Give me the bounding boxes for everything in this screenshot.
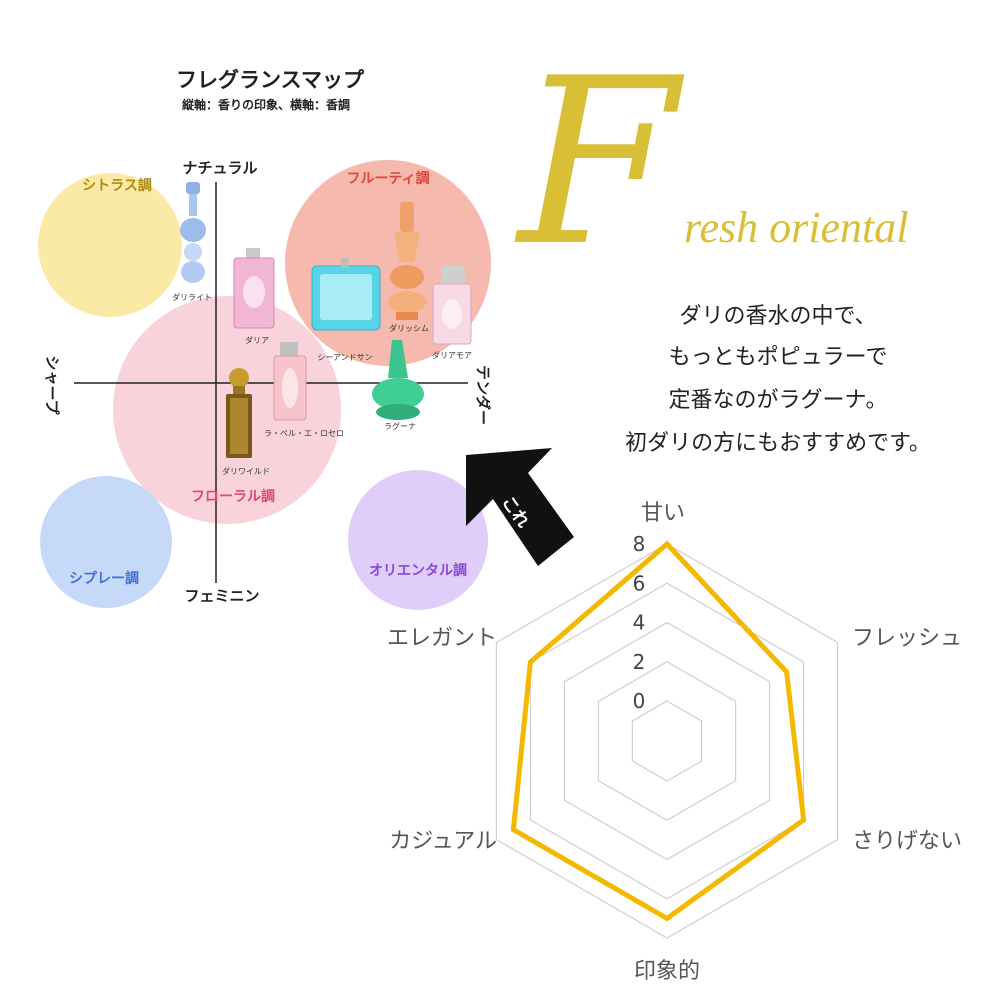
radar-axis-label: フレッシュ [852,626,962,651]
map-subtitle: 縦軸：香りの印象、横軸：香調 [182,97,350,112]
axis-right-label: テンダー [474,365,492,425]
bottle-daliwild [226,368,252,458]
axis-top-label: ナチュラル [182,159,257,177]
group-label-oriental: オリエンタル調 [369,562,467,579]
radar-grid-ring [631,700,703,782]
bottle-laguna [372,340,424,420]
bottle-label-sea-and-sun: シーアンドサン [317,353,372,362]
radar-axis-label: カジュアル [389,829,497,854]
radar-tick-label: 8 [633,532,646,556]
bottle-label-daliwild: ダリワイルド [222,466,270,476]
axis-left-label: シャープ [43,355,61,415]
radar-series-line [510,540,807,922]
axis-bottom-label: フェミニン [184,587,259,605]
group-label-fruity: フルーティ調 [346,170,429,187]
radar-grid-ring [495,543,839,939]
description-line-2: もっともポピュラーで [669,345,888,370]
radar-axis-label: 甘い [641,501,685,526]
radar-tick-label: 6 [633,571,646,595]
radar-axis-label: エレガント [387,626,497,651]
radar-grid-ring [597,661,737,821]
radar-tick-label: 2 [633,650,646,674]
bottle-label-dalia: ダリア [245,335,269,345]
radar-tick-label: 0 [633,689,646,713]
radar-tick-label: 4 [633,611,646,635]
description-line-1: ダリの香水の中で、 [679,304,876,329]
brand-initial: F [514,30,685,297]
radar-axis-label: 印象的 [634,959,700,984]
brand-name: resh oriental [684,203,908,252]
bottle-dalia [233,248,275,329]
bottle-dalissime [388,202,426,320]
radar-grid-ring [563,621,771,861]
group-label-floral: フローラル調 [191,488,275,505]
description-line-4: 初ダリの方にもおすすめです。 [625,431,931,456]
map-title: フレグランスマップ [176,68,365,92]
bottle-la-belle-et-l-ocelot [273,342,307,421]
group-label-chypre: シプレー調 [69,570,139,587]
bottle-dalia-more [432,266,472,345]
bottle-label-la-belle-et-l-ocelot: ラ・ベル・エ・ロセロ [264,429,344,438]
chypre-circle [40,476,172,608]
bottle-label-dalissime: ダリッシム [389,323,429,333]
bottle-label-laguna: ラグーナ [384,421,416,431]
bottle-sea-and-sun [311,258,381,331]
group-label-citrus: シトラス調 [82,177,152,194]
radar-axis-label: さりげない [852,829,962,854]
description-line-3: 定番なのがラグーナ。 [669,388,888,413]
oriental-circle [348,470,488,610]
citrus-circle [38,173,182,317]
bottle-label-dalilight: ダリライト [172,292,212,302]
bottle-dalilight [180,182,206,283]
bottle-label-dalia-more: ダリアモア [432,350,472,360]
